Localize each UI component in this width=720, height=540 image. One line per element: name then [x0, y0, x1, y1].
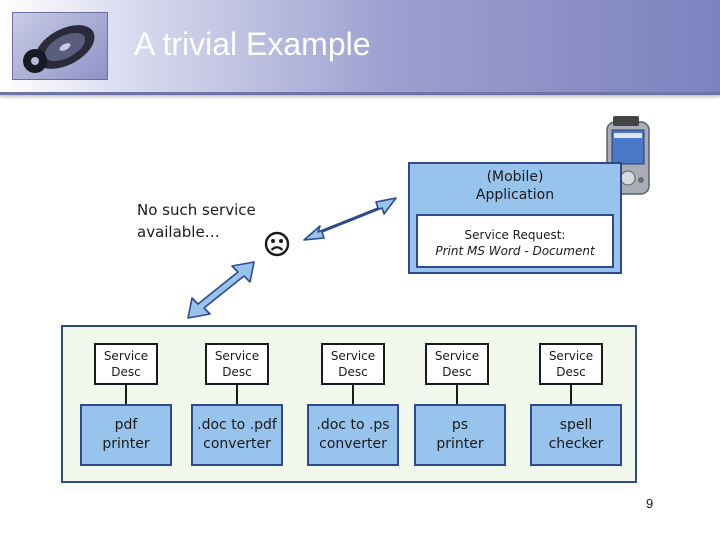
- service-pdf-printer: pdf printer: [80, 404, 172, 466]
- mobile-application-label: (Mobile) Application: [475, 169, 555, 203]
- page-number: 9: [646, 496, 654, 511]
- service-registry: Service Desc pdf printer Service Desc .d…: [61, 325, 637, 483]
- slide-title: A trivial Example: [134, 26, 371, 62]
- service-request-title: Service Request:: [464, 228, 566, 242]
- service-desc-box: Service Desc: [321, 343, 385, 385]
- connector-line: [570, 385, 572, 405]
- service-request-box: Service Request: Print MS Word - Documen…: [416, 214, 614, 268]
- service-doc-to-ps-converter: .doc to .ps converter: [307, 404, 399, 466]
- slide-header: A trivial Example: [0, 0, 720, 95]
- service-spell-checker: spell checker: [530, 404, 622, 466]
- connector-line: [352, 385, 354, 405]
- connector-line: [236, 385, 238, 405]
- mobile-application-box: (Mobile) Application Service Request: Pr…: [408, 162, 622, 274]
- cd-logo-icon: [12, 12, 108, 80]
- double-arrow-icon: [303, 197, 397, 241]
- service-desc-box: Service Desc: [425, 343, 489, 385]
- service-doc-to-pdf-converter: .doc to .pdf converter: [191, 404, 283, 466]
- connector-line: [456, 385, 458, 405]
- service-desc-box: Service Desc: [94, 343, 158, 385]
- service-desc-box: Service Desc: [539, 343, 603, 385]
- sad-face-icon: [264, 231, 290, 257]
- no-service-message: No such service available…: [137, 201, 256, 241]
- connector-line: [125, 385, 127, 405]
- service-request-detail: Print MS Word - Document: [435, 244, 595, 258]
- double-arrow-icon: [187, 261, 255, 319]
- service-ps-printer: ps printer: [414, 404, 506, 466]
- service-desc-box: Service Desc: [205, 343, 269, 385]
